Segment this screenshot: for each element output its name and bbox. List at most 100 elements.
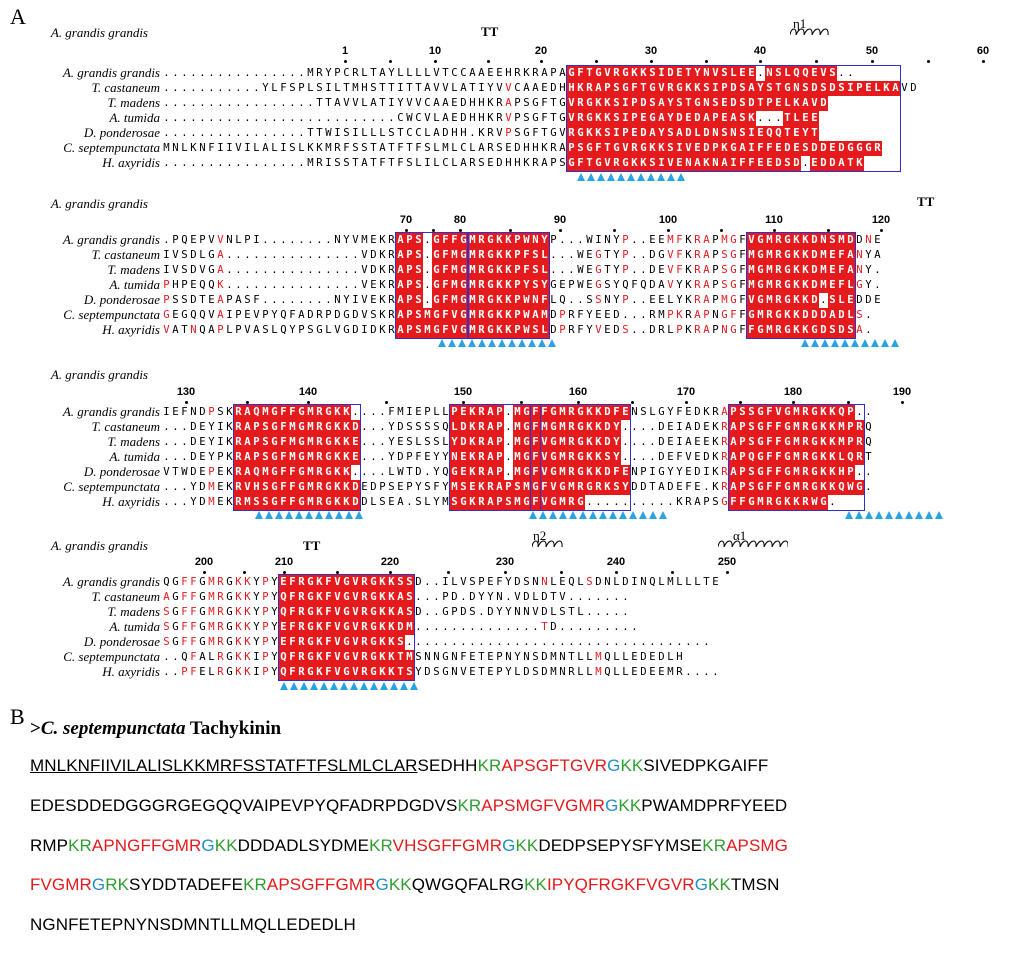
position-dot [446, 571, 450, 574]
motif-marker-icon [350, 682, 358, 690]
species-name: D. ponderosae [83, 125, 160, 140]
motif-marker-icon [579, 511, 587, 519]
position-dot [815, 60, 818, 63]
motif-marker-icon [851, 339, 859, 347]
position-dot [243, 571, 246, 574]
species-name: D. ponderosae [83, 292, 160, 307]
species-name: T. madens [107, 604, 160, 619]
motif-marker-icon [619, 511, 627, 519]
cleavage-site: KR [369, 836, 393, 855]
motif-marker-icon [370, 682, 378, 690]
position-dot [283, 571, 286, 574]
position-dot [726, 571, 729, 574]
position-dot [559, 571, 563, 574]
position-number: 210 [274, 556, 294, 568]
position-number: 80 [453, 214, 467, 226]
motif-marker-icon [821, 339, 829, 347]
position-number: 50 [865, 45, 879, 57]
motif-marker-icon [589, 511, 597, 519]
motif-marker-icon [478, 339, 486, 347]
position-number: 1 [341, 45, 349, 57]
position-dot [759, 60, 762, 63]
position-number: 150 [453, 386, 473, 398]
position-dot [540, 60, 543, 63]
mature-peptide: APNGFFGMR [91, 836, 202, 855]
position-number: 250 [717, 556, 737, 568]
position-dot [631, 401, 634, 404]
amidation-site: G [375, 875, 389, 894]
sequence-segment: EDESDDEDGGGRGEGQQVAIPEVPYQFADRPDGDVS [30, 796, 458, 815]
species-name: C. septempunctata [63, 140, 160, 155]
motif-marker-icon [438, 339, 446, 347]
position-dot [792, 401, 795, 404]
protein-sequence-line: RMPKRAPNGFFGMRGKKDDDADLSYDMEKRVHSGFFGMRG… [30, 836, 788, 856]
sequence-segment: RMP [30, 836, 69, 855]
helix-coil-icon [718, 540, 788, 548]
motif-marker-icon [577, 173, 585, 181]
position-number: 180 [783, 386, 803, 398]
position-number: 140 [298, 386, 318, 398]
motif-marker-icon [587, 173, 595, 181]
motif-marker-icon [667, 173, 675, 181]
cleavage-site: KK [214, 836, 238, 855]
mature-peptide: IPYQFRGKFVGVR [546, 875, 695, 894]
motif-marker-icon [330, 682, 338, 690]
motif-marker-icon [340, 682, 348, 690]
position-dot [519, 401, 523, 404]
motif-marker-icon [627, 173, 635, 181]
motif-marker-icon [345, 511, 353, 519]
secondary-structure-label: α1 [733, 528, 747, 543]
species-name: T. madens [107, 95, 160, 110]
cleavage-site: KR [243, 875, 267, 894]
motif-marker-icon [811, 339, 819, 347]
position-dot [405, 229, 408, 232]
cleavage-site: KR [457, 796, 482, 815]
species-name: T. castaneum [91, 247, 160, 262]
motif-marker-icon [659, 511, 667, 519]
motif-marker-icon [871, 339, 879, 347]
motif-marker-icon [285, 511, 293, 519]
position-dot [901, 401, 904, 404]
motif-marker-icon [498, 339, 506, 347]
motif-marker-icon [881, 339, 889, 347]
amidation-site: G [91, 875, 106, 894]
motif-marker-icon [865, 511, 873, 519]
species-name: A. tumida [109, 449, 160, 464]
motif-marker-icon [855, 511, 863, 519]
turn-label: TT [303, 538, 321, 553]
position-dot [504, 571, 507, 574]
sequence-segment: DEDPSEPYSFYMSE [538, 836, 703, 855]
position-dot [880, 229, 883, 232]
species-name: A. tumida [109, 110, 160, 125]
position-dot [982, 60, 985, 63]
amidation-site: G [607, 756, 621, 775]
motif-marker-icon [549, 511, 557, 519]
species-name: H. axyridis [102, 494, 160, 509]
motif-marker-icon [935, 511, 943, 519]
motif-marker-icon [315, 511, 323, 519]
motif-marker-icon [649, 511, 657, 519]
mature-peptide: APSMGFVGMR [481, 796, 606, 815]
mature-peptide: APSGFTGVR [501, 756, 608, 775]
reference-structure-label: A. grandis grandis [50, 538, 148, 553]
amidation-site: G [605, 796, 619, 815]
motif-marker-icon [488, 339, 496, 347]
motif-marker-icon [325, 511, 333, 519]
species-name: H. axyridis [102, 322, 160, 337]
motif-marker-icon [885, 511, 893, 519]
position-number: 10 [428, 45, 442, 57]
turn-label: TT [481, 24, 499, 39]
motif-marker-icon [559, 511, 567, 519]
motif-marker-icon [280, 682, 288, 690]
position-dot [185, 401, 188, 404]
mature-peptide: APSMG [726, 836, 788, 855]
position-dot [246, 401, 249, 404]
protein-sequence-line: FVGMRGRKSYDDTADEFEKRAPSGFFGMRGKKQWGQFALR… [30, 875, 779, 895]
